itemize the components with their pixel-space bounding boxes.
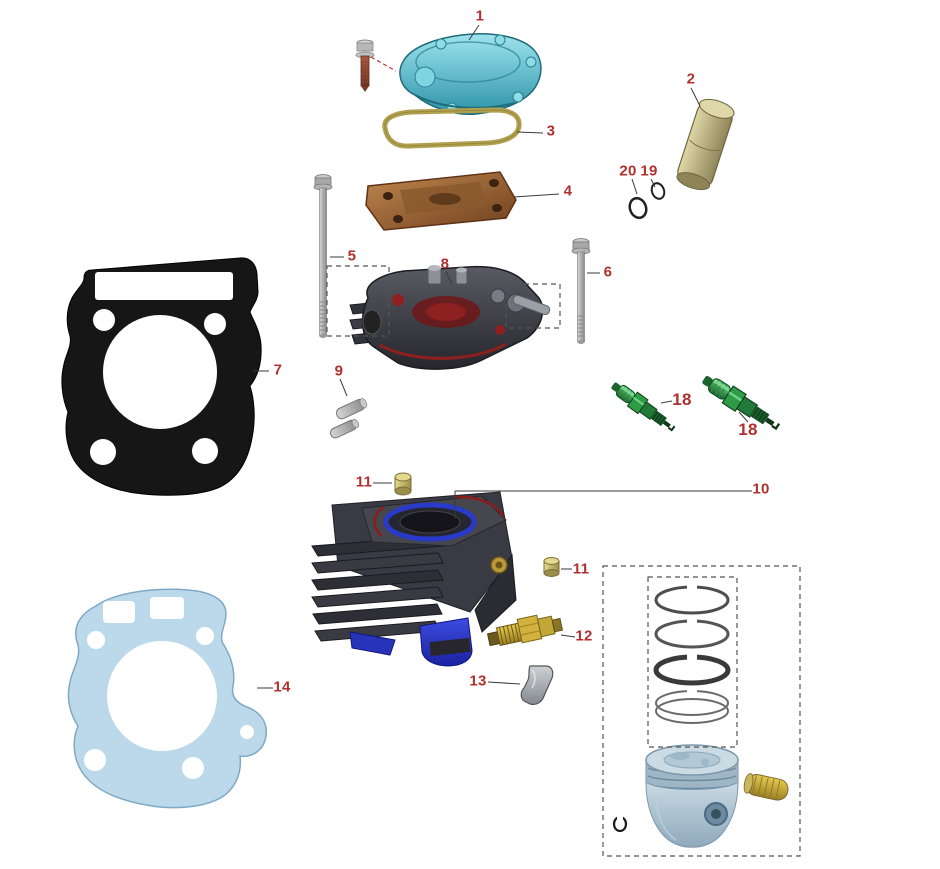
piston [645,744,739,848]
piston-pin [743,773,789,801]
dowel-11-right [543,557,560,577]
dowel-11-left [394,472,412,496]
breather-plate [365,171,517,231]
cover-bolt [355,39,375,92]
long-bolt-5 [313,174,333,338]
cover-gasket [382,107,522,149]
spark-plug-left [611,382,676,432]
rocker-pin [512,294,551,316]
breather-joint [520,665,554,706]
dowel-pins [329,398,368,439]
o-ring-19 [650,182,666,200]
long-bolt-6 [571,238,591,344]
valve-cover [399,33,542,115]
cylinder-block [311,491,517,667]
head-gasket [61,257,262,496]
cylinder-head [349,265,544,370]
o-ring-20 [628,196,648,220]
piston-rings [653,584,731,724]
circlip [612,815,628,833]
base-gasket [67,588,268,809]
dashed-boxes [326,265,801,857]
sensor-fitting [486,614,564,647]
spark-plug-right [702,375,781,431]
bolt-leader-dashed [370,56,397,72]
intake-tube [676,98,735,191]
leader-lines [253,24,752,689]
